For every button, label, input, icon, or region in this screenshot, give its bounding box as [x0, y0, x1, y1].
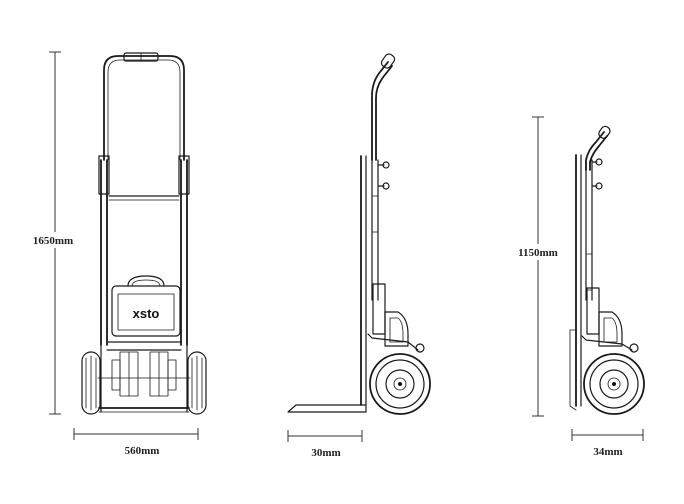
- front-left-wheel: [81, 351, 101, 415]
- front-height-label: 1650mm: [33, 235, 73, 247]
- front-right-wheel: [187, 351, 207, 415]
- front-view: 1650mm xsto: [24, 51, 207, 457]
- compact-depth-label: 34mm: [593, 446, 622, 458]
- brand-logo: xsto: [133, 306, 160, 321]
- compact-height-dimension-line: [532, 116, 544, 417]
- front-width-label: 560mm: [125, 445, 160, 457]
- front-width-dimension-line: [73, 428, 199, 440]
- compact-depth-dimension-line: [571, 429, 644, 441]
- compact-view: 1150mm: [510, 116, 645, 458]
- side-view: 30mm: [287, 53, 431, 459]
- side-depth-label: 30mm: [311, 447, 340, 459]
- compact-height-label: 1150mm: [518, 247, 558, 259]
- side-wheel: [369, 353, 431, 415]
- compact-wheel: [583, 353, 645, 415]
- side-depth-dimension-line: [287, 430, 363, 442]
